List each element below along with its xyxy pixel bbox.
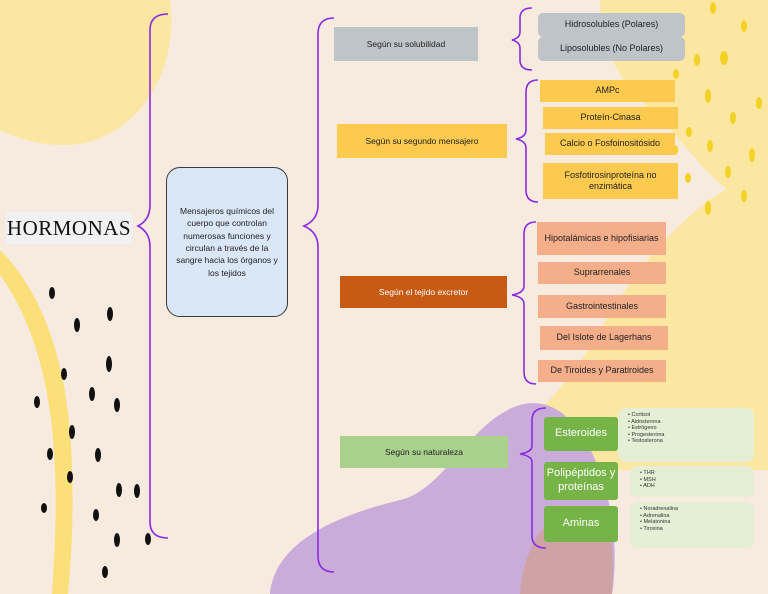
list-item: Aldosterona (628, 419, 665, 426)
definition-box: Mensajeros químicos del cuerpo que contr… (166, 167, 288, 317)
item-ampc: AMPc (540, 80, 675, 102)
list-item: Testosterona (628, 438, 665, 445)
item-protein-kinase: Proteín-Cinasa (543, 107, 678, 129)
list-item: MSH (640, 477, 655, 484)
brace-messenger (515, 79, 539, 203)
examples-polypeptides: THR MSH ADH (630, 466, 754, 497)
examples-amines: Noradrenalina Adrenalina Melatonina Tiro… (630, 502, 754, 548)
category-tissue: Según el tejido excretor (340, 276, 507, 308)
page-title: HORMONAS (6, 212, 132, 244)
list-item: Cortisol (628, 412, 665, 419)
list-item: Estrógeno (628, 425, 665, 432)
item-gastrointestinal: Gastrointestinales (538, 295, 666, 318)
list-item: Tiroxina (640, 526, 678, 533)
brace-categories (301, 17, 335, 573)
list-item: THR (640, 470, 656, 477)
list-item: Melatonina (640, 519, 678, 526)
brace-nature (519, 407, 547, 549)
category-nature: Según su naturaleza (340, 436, 508, 468)
item-phosphotyrosine: Fosfotirosinproteína no enzimática (543, 163, 678, 199)
item-hydrosoluble: Hidrosolubles (Polares) (538, 13, 685, 37)
category-solubility: Según su solubilidad (334, 27, 478, 61)
yellow-blob-right (470, 170, 768, 470)
list-item: Progesterona (628, 432, 664, 439)
item-thyroid: De Tiroides y Paratiroides (538, 360, 666, 382)
item-adrenal: Suprarrenales (538, 262, 666, 284)
brace-main (136, 13, 169, 539)
item-islet: Del Islote de Lagerhans (540, 326, 668, 350)
yellow-blob-top-left (0, 0, 172, 146)
yellow-curve-left (0, 250, 73, 594)
category-second-messenger: Según su segundo mensajero (337, 124, 507, 158)
group-steroids: Esteroides (544, 417, 618, 451)
item-calcium: Calcio o Fosfoinositósido (545, 133, 675, 155)
brace-tissue (511, 221, 537, 385)
list-item: ADH (640, 483, 656, 490)
group-polypeptides: Polipéptidos y proteínas (544, 462, 618, 500)
group-amines: Aminas (544, 506, 618, 542)
yellow-drops (672, 2, 762, 215)
list-item: Noradrenalina (640, 506, 678, 513)
brace-solubility (511, 7, 533, 71)
examples-steroids: Cortisol Aldosterona Estrógeno Progester… (618, 408, 754, 462)
black-drops (34, 287, 151, 578)
item-liposoluble: Liposolubles (No Polares) (538, 37, 685, 61)
braces (136, 7, 547, 573)
item-hypothalamic: Hipotalámicas e hipofisiarias (537, 222, 666, 255)
list-item: Adrenalina (640, 513, 678, 520)
